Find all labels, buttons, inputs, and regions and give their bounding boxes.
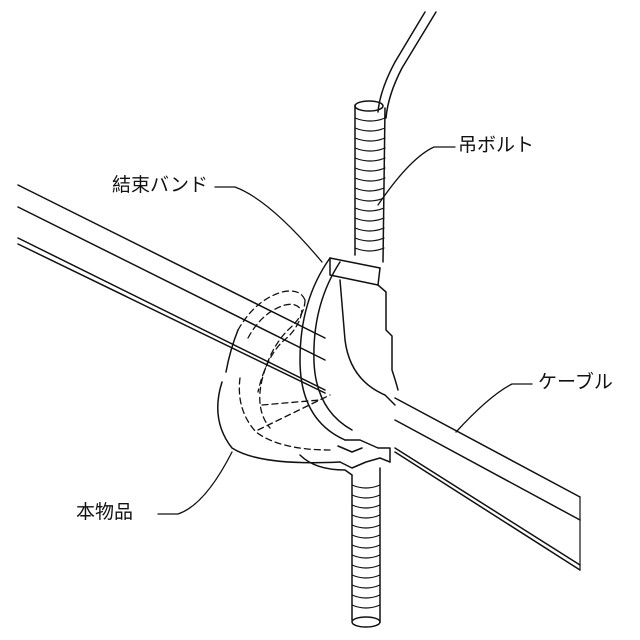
label-cable: ケーブル	[538, 373, 613, 392]
hanging-bolt	[352, 12, 436, 627]
product-clip	[218, 280, 398, 475]
leader-bolt	[378, 147, 455, 205]
label-hanging-bolt: 吊ボルト	[458, 136, 534, 155]
label-product: 本物品	[76, 503, 133, 522]
label-binding-band: 結束バンド	[112, 176, 208, 195]
leader-band	[215, 187, 322, 262]
leader-cable	[456, 384, 532, 432]
leader-product	[158, 452, 232, 514]
leader-lines	[158, 147, 532, 514]
